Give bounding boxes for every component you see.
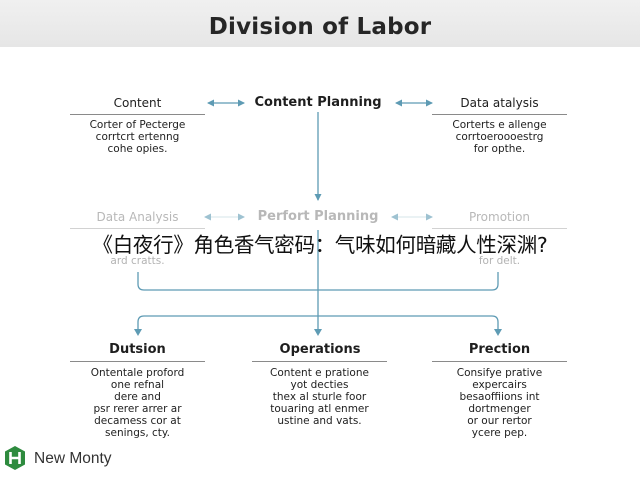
node-perfort-planning-title: Perfort Planning [257,209,379,224]
arrowhead-dutsion [134,329,142,336]
node-content-rule [70,114,205,115]
node-prection-rule [432,361,567,362]
node-data-analysis-top-title: Data atalysis [460,96,539,110]
brand-name: New Monty [34,450,112,467]
node-dutsion-title: Dutsion [109,342,166,357]
node-data-analysis-mid-rule [70,228,205,229]
node-dutsion-rule [70,361,205,362]
brand-logo-icon [5,446,25,470]
node-data-analysis-mid-desc: ard cratts. [110,255,165,267]
node-content-planning-title: Content Planning [254,95,382,110]
overlay-caption: 《白夜行》角色香气密码：气味如何暗藏人性深渊? [92,233,548,257]
node-prection-title: Prection [468,342,531,357]
node-data-analysis-mid-title: Data Analysis [96,210,179,224]
arrowhead-prection [494,329,502,336]
node-promotion-desc: for delt. [478,255,521,267]
node-promotion-rule [432,228,567,229]
node-operations-rule [252,361,387,362]
diagram-title: Division of Labor [208,14,432,40]
title-band [0,0,640,47]
node-content-title: Content [113,96,162,110]
node-promotion-title: Promotion [468,210,531,224]
node-data-analysis-top-rule [432,114,567,115]
node-operations-title: Operations [279,342,361,357]
arrowhead-operations [314,329,322,336]
